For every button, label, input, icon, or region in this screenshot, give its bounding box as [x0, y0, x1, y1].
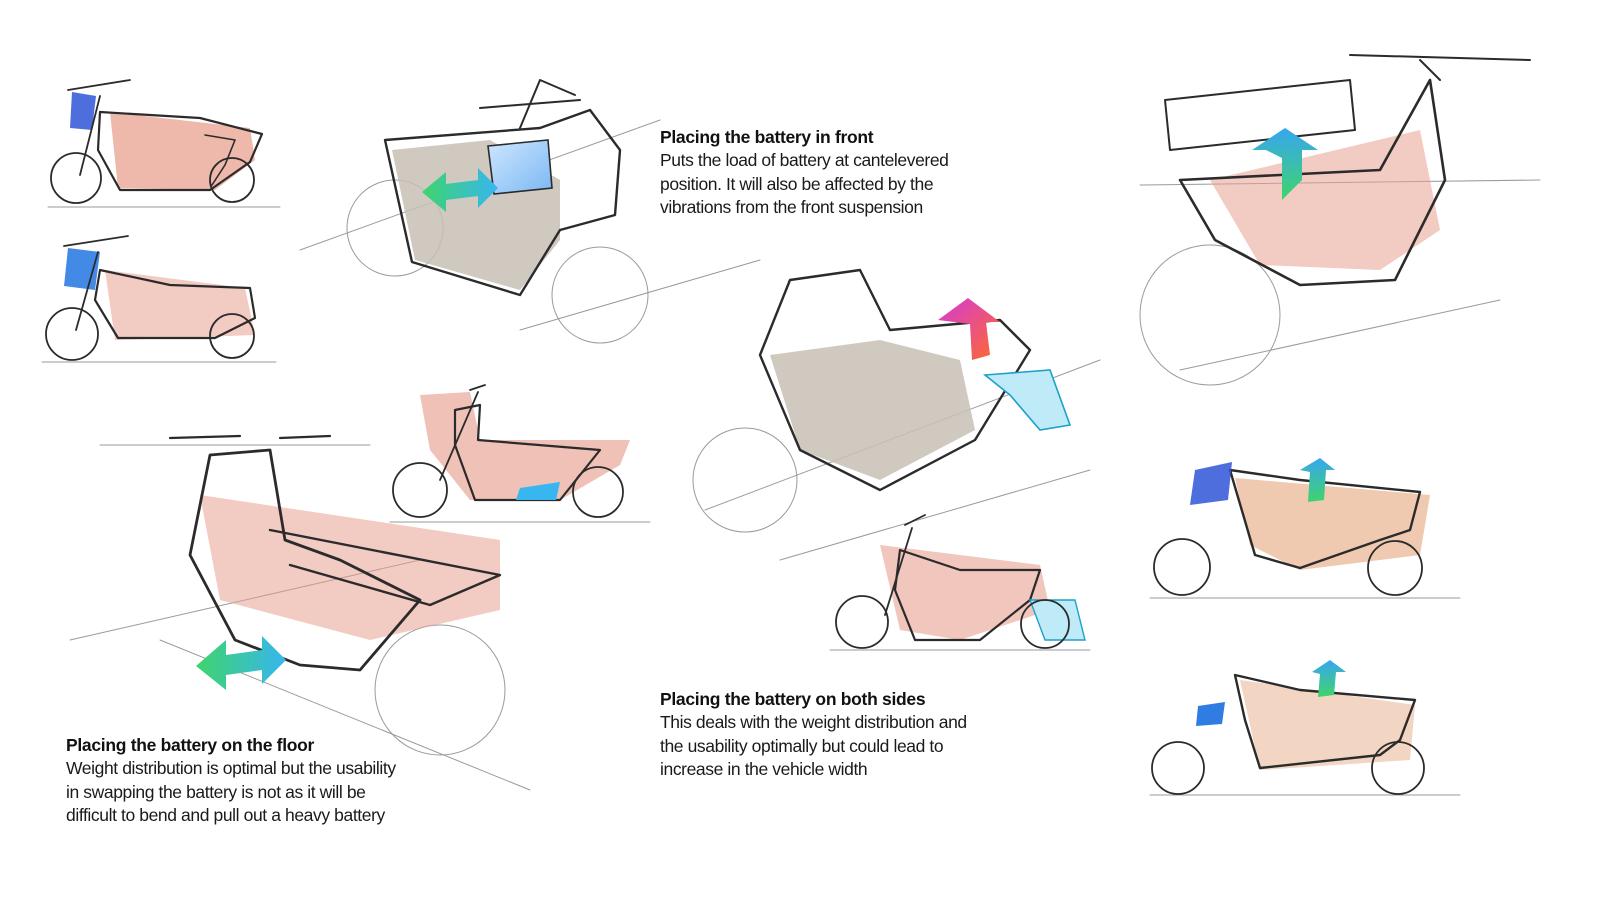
annotation-battery-floor: Placing the battery on the floor Weight … — [66, 734, 446, 828]
scooter-sketch-floor-battery-large — [69, 434, 531, 791]
annotation-line: Weight distribution is optimal but the u… — [66, 758, 396, 778]
annotation-line: This deals with the weight distribution … — [660, 712, 967, 732]
annotation-title: Placing the battery on both sides — [660, 689, 926, 709]
scooter-sketch-front-battery-small — [47, 79, 281, 208]
scooter-sketch-side-battery-small — [829, 514, 1091, 651]
annotation-line: the usability optimally but could lead t… — [660, 735, 944, 756]
scooter-sketch-front-battery-large — [299, 79, 761, 344]
annotation-battery-sides: Placing the battery on both sides This d… — [660, 688, 1040, 782]
scooter-sketch-top-battery-large — [1139, 54, 1541, 386]
annotation-line: difficult to bend and pull out a heavy b… — [66, 805, 385, 825]
annotation-line: increase in the vehicle width — [660, 759, 868, 779]
scooter-sketch-side-battery-mid — [389, 384, 651, 523]
annotation-line: in swapping the battery is not as it wil… — [66, 781, 366, 802]
scooter-sketch-front-battery-small-2 — [41, 235, 277, 363]
annotation-title: Placing the battery on the floor — [66, 735, 315, 755]
annotation-battery-front: Placing the battery in front Puts the lo… — [660, 126, 1040, 220]
scooter-sketch-top-battery-mid — [1149, 458, 1461, 599]
scooter-sketch-side-battery-large — [692, 268, 1101, 561]
scooter-sketch-top-battery-small — [1149, 660, 1461, 796]
annotation-title: Placing the battery in front — [660, 127, 874, 147]
annotation-line: vibrations from the front suspension — [660, 197, 923, 217]
annotation-line: Puts the load of battery at cantelevered — [660, 150, 949, 170]
annotation-line: position. It will also be affected by th… — [660, 173, 934, 194]
